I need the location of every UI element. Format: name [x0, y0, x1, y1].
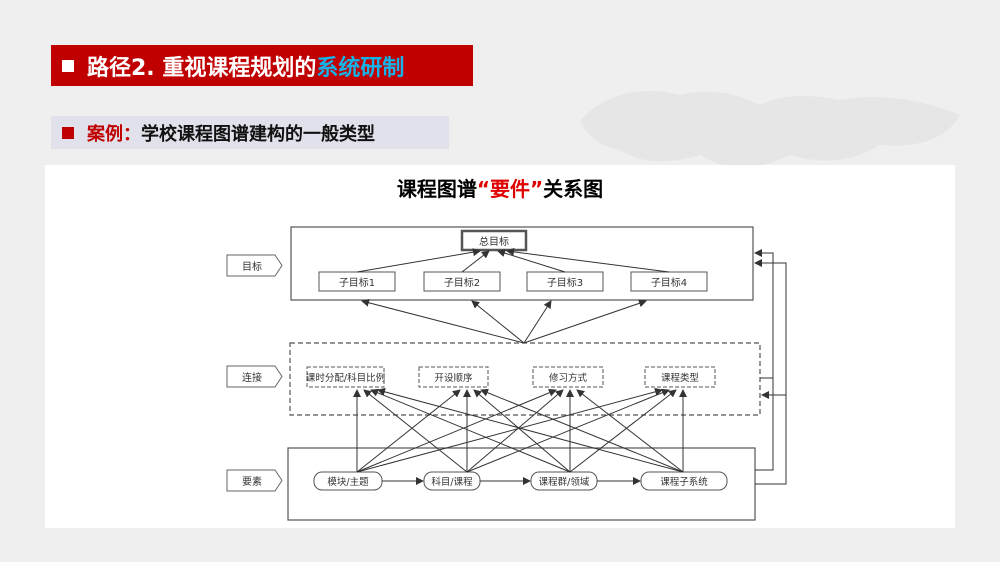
- element-label: 课程群/领域: [539, 476, 590, 488]
- section-header: 路径2. 重视课程规划的系统研制: [51, 45, 473, 86]
- arrow: [466, 389, 564, 473]
- level-tag: [226, 254, 283, 277]
- feedback-arrow: [754, 249, 774, 471]
- bullet-square-icon: [62, 59, 74, 72]
- sub-goal-label: 子目标2: [444, 277, 480, 289]
- feedback-arrow: [754, 259, 787, 485]
- arrow: [363, 389, 468, 473]
- main-goal-box: [460, 229, 528, 252]
- arrow: [523, 300, 552, 344]
- case-subheader: 案例：学校课程图谱建构的一般类型: [51, 116, 449, 149]
- element-label: 科目/课程: [431, 476, 473, 488]
- element-box: [640, 471, 728, 491]
- element-label: 课程子系统: [660, 476, 708, 488]
- sub-goal-label: 子目标1: [339, 277, 375, 289]
- arrow: [356, 248, 481, 273]
- arrow: [356, 387, 663, 473]
- arrow: [356, 389, 461, 473]
- level-tag: [226, 365, 283, 388]
- arrow: [480, 388, 684, 473]
- arrow: [461, 250, 490, 273]
- diagram-panel: [45, 165, 955, 528]
- connection-label: 课程类型: [661, 372, 700, 384]
- diagram-title: 课程图谱“要件”关系图: [397, 177, 603, 201]
- connection-label: 开设顺序: [434, 372, 473, 384]
- header-text: 路径2. 重视课程规划的: [87, 55, 317, 81]
- arrow: [377, 387, 684, 473]
- arrow: [370, 388, 571, 473]
- arrow: [356, 388, 557, 473]
- connection-label: 修习方式: [549, 372, 588, 384]
- level-label: 要素: [242, 475, 262, 488]
- goal-group-box: [290, 226, 754, 301]
- arrow: [466, 388, 670, 473]
- level-label: 连接: [242, 371, 262, 384]
- connection-box: [532, 366, 604, 388]
- case-label: 案例：: [87, 123, 141, 145]
- connection-box: [644, 366, 716, 388]
- arrow: [569, 389, 677, 473]
- level-tag: [226, 469, 283, 492]
- world-map-watermark: [580, 90, 960, 168]
- sub-goal-label: 子目标3: [547, 277, 583, 289]
- connection-box: [306, 366, 385, 388]
- arrow: [471, 300, 525, 344]
- connection-label: 课时分配/科目比例: [306, 372, 385, 384]
- bullet-square-icon: [62, 126, 74, 139]
- main-goal-label: 总目标: [479, 235, 509, 248]
- sub-goal-label: 子目标4: [651, 277, 687, 289]
- arrow: [506, 247, 670, 273]
- arrow: [523, 299, 647, 344]
- arrow: [576, 389, 684, 473]
- arrow: [361, 298, 525, 344]
- element-label: 模块/主题: [327, 476, 369, 488]
- level-label: 目标: [242, 261, 262, 273]
- arrow: [473, 389, 571, 473]
- connection-box: [418, 366, 489, 388]
- header-highlight: 系统研制: [316, 55, 405, 81]
- case-text: 学校课程图谱建构的一般类型: [141, 123, 375, 145]
